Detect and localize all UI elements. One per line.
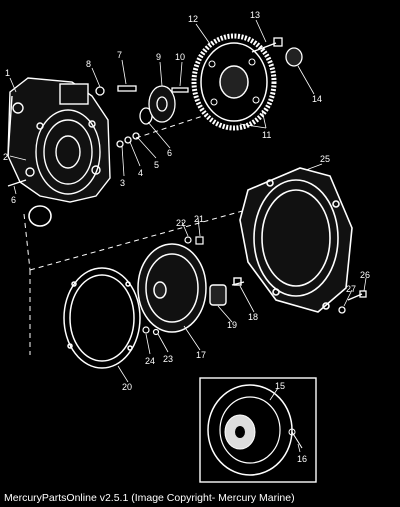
callout-16: 16 bbox=[297, 454, 307, 464]
bell-housing bbox=[239, 167, 353, 313]
callout-1: 1 bbox=[5, 68, 10, 78]
callout-24: 24 bbox=[145, 356, 155, 366]
callout-22: 22 bbox=[176, 218, 186, 228]
callout-9: 9 bbox=[156, 52, 161, 62]
bell-housing-fasteners bbox=[338, 290, 367, 314]
callout-27: 27 bbox=[346, 284, 356, 294]
callout-3: 3 bbox=[120, 178, 125, 188]
callout-7: 7 bbox=[117, 50, 122, 60]
callout-25: 25 bbox=[320, 154, 330, 164]
callout-17: 17 bbox=[196, 350, 206, 360]
o-ring bbox=[28, 205, 52, 227]
flywheel-bolt bbox=[251, 37, 303, 67]
drive-hub bbox=[148, 85, 189, 123]
callout-8: 8 bbox=[86, 59, 91, 69]
exploded-parts-diagram: 1 2 3 4 5 6 6 7 8 9 10 11 12 13 14 15 16… bbox=[3, 10, 370, 483]
callout-18: 18 bbox=[248, 312, 258, 322]
callout-26: 26 bbox=[360, 270, 370, 280]
cover-plate bbox=[137, 243, 207, 333]
gasket bbox=[63, 267, 141, 369]
callout-6a: 6 bbox=[167, 148, 172, 158]
callout-15: 15 bbox=[275, 381, 285, 391]
callout-10: 10 bbox=[175, 52, 185, 62]
callout-labels: 1 2 3 4 5 6 6 7 8 9 10 11 12 13 14 15 16… bbox=[3, 10, 370, 464]
plate-fasteners bbox=[142, 236, 204, 336]
copyright-caption: MercuryPartsOnline v2.5.1 (Image Copyrig… bbox=[4, 492, 295, 504]
callout-2: 2 bbox=[3, 152, 8, 162]
flywheel-housing bbox=[7, 77, 111, 203]
callout-19: 19 bbox=[227, 320, 237, 330]
leader-lines bbox=[9, 19, 367, 453]
assembly-lines bbox=[23, 114, 247, 355]
callout-12: 12 bbox=[188, 14, 198, 24]
callout-20: 20 bbox=[122, 382, 132, 392]
callout-6b: 6 bbox=[11, 195, 16, 205]
callout-5: 5 bbox=[154, 160, 159, 170]
callout-21: 21 bbox=[194, 214, 204, 224]
callout-23: 23 bbox=[163, 354, 173, 364]
flywheel bbox=[191, 33, 277, 131]
callout-13: 13 bbox=[250, 10, 260, 20]
callout-14: 14 bbox=[312, 94, 322, 104]
coupler bbox=[209, 277, 245, 306]
callout-4: 4 bbox=[138, 168, 143, 178]
drive-plate-inset bbox=[199, 377, 317, 483]
callout-11: 11 bbox=[262, 130, 271, 140]
